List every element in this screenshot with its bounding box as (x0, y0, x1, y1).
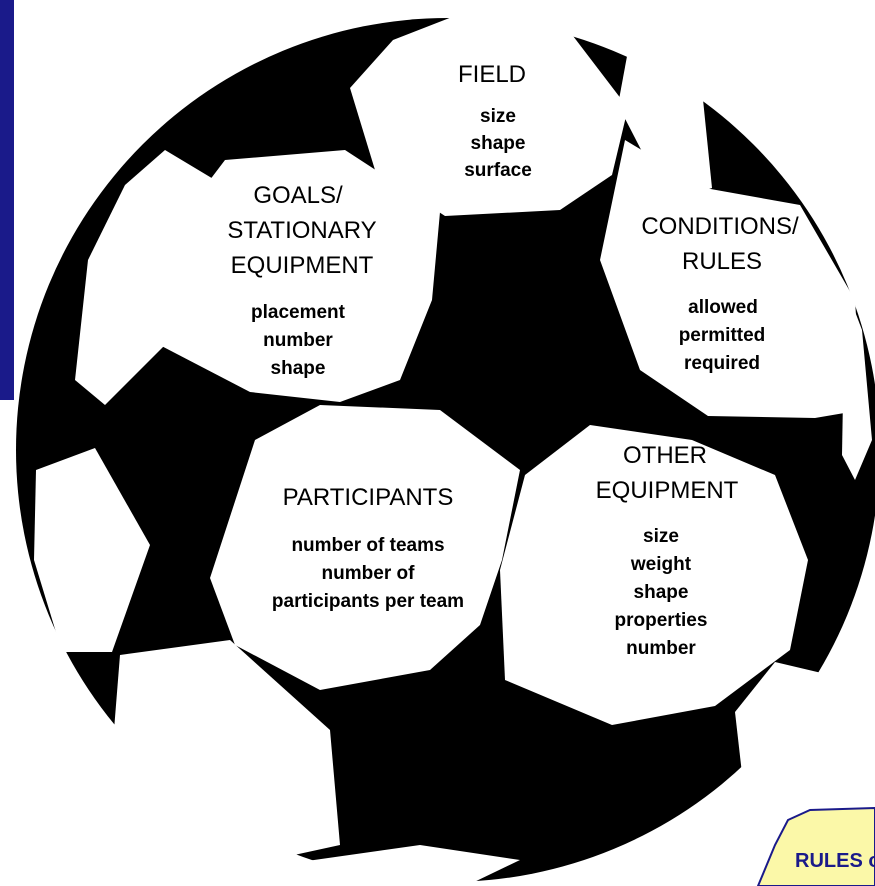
section-goals: GOALS/ STATIONARY EQUIPMENT placement nu… (227, 182, 376, 379)
section-field: FIELD size shape surface (458, 61, 532, 181)
panel-conditions (600, 140, 862, 418)
left-accent-bar (0, 0, 14, 400)
panel-goals (150, 150, 440, 402)
edge-panel-right-lower (735, 662, 830, 802)
goals-item: shape (271, 358, 326, 379)
goals-title: STATIONARY (227, 217, 376, 244)
section-other: OTHER EQUIPMENT size weight shape proper… (596, 442, 739, 659)
field-title: FIELD (458, 61, 526, 88)
participants-item: participants per team (272, 591, 464, 612)
other-item: shape (634, 582, 689, 603)
edge-panel-left-mid (34, 448, 150, 652)
edge-panel-left-top (75, 150, 215, 405)
other-item: properties (615, 610, 708, 631)
edge-panel-bottom (300, 845, 520, 884)
participants-item: number of (322, 563, 416, 584)
edge-panel-bottom-left (112, 640, 340, 862)
goals-item: number (263, 330, 333, 351)
conditions-item: allowed (688, 297, 758, 318)
field-item: shape (471, 133, 526, 154)
conditions-item: required (684, 353, 760, 374)
field-item: size (480, 106, 516, 127)
other-item: number (626, 638, 696, 659)
participants-title: PARTICIPANTS (283, 484, 454, 511)
participants-item: number of teams (291, 535, 444, 556)
other-item: weight (630, 554, 692, 575)
goals-item: placement (251, 302, 346, 323)
field-item: surface (464, 160, 532, 181)
section-participants: PARTICIPANTS number of teams number of p… (272, 484, 464, 612)
other-title: EQUIPMENT (596, 477, 739, 504)
other-title: OTHER (623, 442, 707, 469)
conditions-title: RULES (682, 248, 762, 275)
conditions-title: CONDITIONS/ (641, 213, 799, 240)
conditions-item: permitted (679, 325, 766, 346)
panel-participants (210, 405, 520, 690)
edge-panel-top-right (618, 40, 712, 202)
panel-other (500, 425, 808, 725)
panel-field (350, 10, 628, 216)
corner-note-box (756, 806, 875, 886)
goals-title: GOALS/ (253, 182, 343, 209)
other-item: size (643, 526, 679, 547)
goals-title: EQUIPMENT (231, 252, 374, 279)
corner-note-text: RULES or CON (795, 850, 875, 872)
section-conditions: CONDITIONS/ RULES allowed permitted requ… (641, 213, 799, 374)
